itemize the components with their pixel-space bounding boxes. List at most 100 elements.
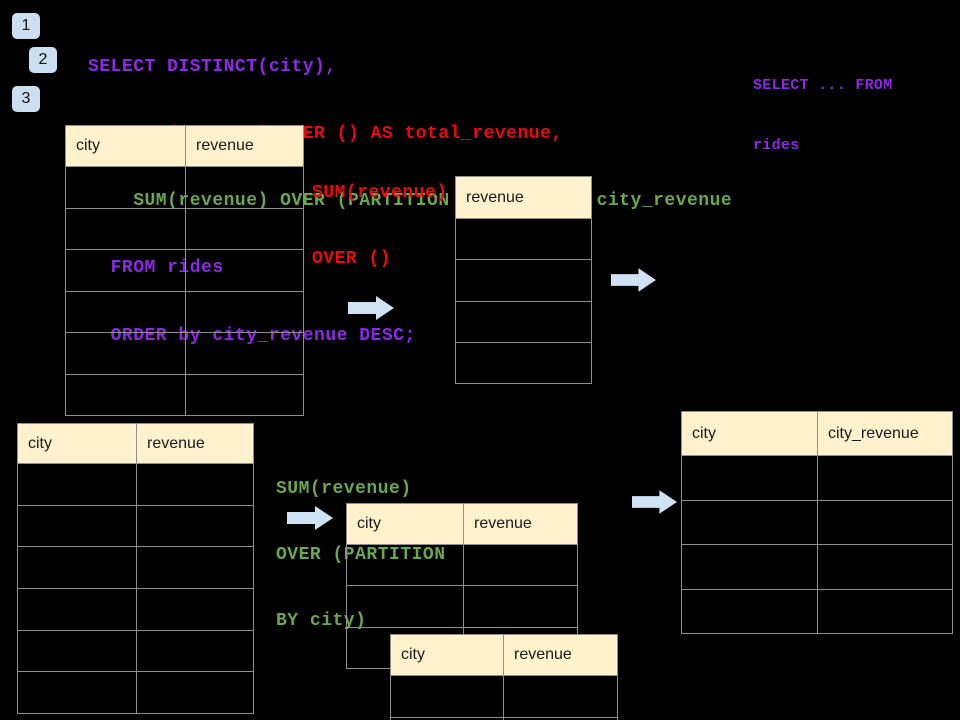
- table-row: [455, 217, 592, 261]
- flow-arrow-right-icon: [348, 296, 394, 320]
- table-row: [681, 499, 953, 545]
- diagram-table: revenue: [455, 176, 592, 385]
- column-header: revenue: [455, 176, 592, 219]
- table-row: [455, 341, 592, 385]
- empty-cell: [65, 332, 186, 375]
- table-row: [65, 332, 304, 375]
- empty-cell: [17, 629, 137, 673]
- empty-cell: [65, 207, 186, 250]
- empty-cell: [681, 544, 818, 590]
- side-note-line-1: SELECT ... FROM: [753, 77, 893, 94]
- empty-cell: [17, 588, 137, 631]
- table-row: [390, 675, 618, 718]
- step-badge-3: 3: [12, 86, 40, 112]
- empty-cell: [681, 455, 818, 501]
- side-note: SELECT ... FROM rides: [753, 36, 893, 196]
- table-row: [455, 259, 592, 302]
- flow-arrow-right-icon: [632, 490, 677, 514]
- table-row: [65, 207, 304, 250]
- label-partition-over-line-1: SUM(revenue): [276, 479, 412, 499]
- empty-cell: [136, 546, 254, 590]
- empty-cell: [817, 588, 953, 634]
- empty-cell: [455, 300, 592, 343]
- empty-cell: [185, 166, 304, 209]
- empty-cell: [681, 588, 818, 634]
- empty-cell: [185, 249, 304, 292]
- empty-cell: [681, 499, 818, 545]
- step-badge-1: 1: [12, 13, 40, 39]
- empty-cell: [463, 543, 578, 587]
- empty-cell: [463, 585, 578, 628]
- column-header: city: [681, 411, 818, 456]
- label-total-over: SUM(revenue) OVER (): [312, 138, 448, 314]
- empty-cell: [346, 585, 464, 628]
- column-header: city: [17, 423, 137, 464]
- table-row: [681, 544, 953, 590]
- table-row: [65, 249, 304, 292]
- empty-cell: [185, 373, 304, 416]
- table-row: [17, 671, 254, 715]
- empty-cell: [17, 546, 137, 590]
- empty-cell: [65, 373, 186, 416]
- table-row: [346, 543, 578, 587]
- empty-cell: [136, 504, 254, 548]
- table-row: [346, 585, 578, 628]
- table-row: [17, 546, 254, 590]
- label-total-over-line-2: OVER (): [312, 249, 392, 269]
- column-header: city: [65, 125, 186, 167]
- empty-cell: [503, 717, 618, 720]
- empty-cell: [455, 217, 592, 261]
- empty-cell: [390, 675, 504, 718]
- sql-line-select: SELECT DISTINCT(city),: [88, 56, 337, 77]
- column-header: city: [390, 634, 504, 676]
- empty-cell: [65, 249, 186, 292]
- column-header: revenue: [185, 125, 304, 167]
- empty-cell: [817, 455, 953, 501]
- label-total-over-line-1: SUM(revenue): [312, 183, 448, 203]
- empty-cell: [65, 290, 186, 333]
- empty-cell: [185, 290, 304, 333]
- table-row: [681, 455, 953, 501]
- flow-arrow-right-icon: [287, 506, 333, 530]
- empty-cell: [346, 543, 464, 587]
- empty-cell: [817, 544, 953, 590]
- empty-cell: [65, 166, 186, 209]
- column-header: revenue: [136, 423, 254, 464]
- table-row: [681, 588, 953, 634]
- empty-cell: [455, 259, 592, 302]
- empty-cell: [136, 463, 254, 506]
- empty-cell: [17, 671, 137, 715]
- empty-cell: [503, 675, 618, 718]
- empty-cell: [136, 588, 254, 631]
- table-row: [17, 588, 254, 631]
- empty-cell: [136, 629, 254, 673]
- empty-cell: [817, 499, 953, 545]
- side-note-line-2: rides: [753, 137, 800, 154]
- table-row: [455, 300, 592, 343]
- column-header: revenue: [503, 634, 618, 676]
- empty-cell: [185, 207, 304, 250]
- column-header: revenue: [463, 503, 578, 545]
- table-total-result: revenue: [455, 176, 592, 385]
- empty-cell: [185, 332, 304, 375]
- table-row: [17, 629, 254, 673]
- table-row: [65, 373, 304, 416]
- table-row: [65, 166, 304, 209]
- empty-cell: [136, 671, 254, 715]
- table-row: [65, 290, 304, 333]
- table-row: [17, 463, 254, 506]
- step-badge-2: 2: [29, 47, 57, 73]
- table-row: [17, 504, 254, 548]
- column-header: city: [346, 503, 464, 545]
- flow-arrow-right-icon: [611, 268, 656, 292]
- empty-cell: [17, 504, 137, 548]
- empty-cell: [455, 341, 592, 385]
